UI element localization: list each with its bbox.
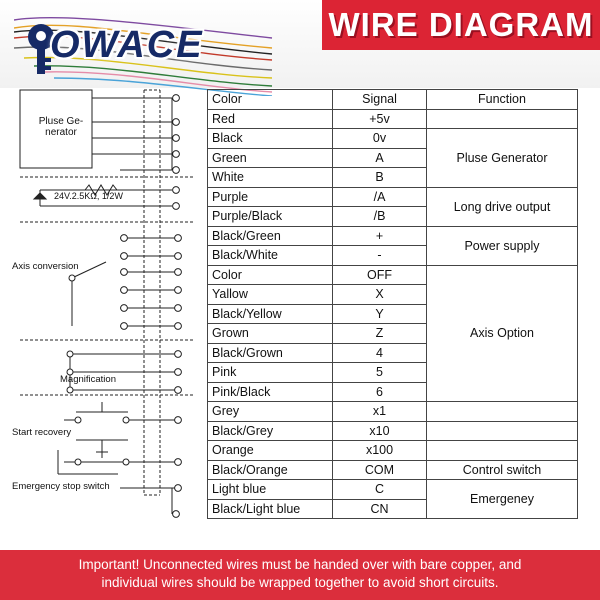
wire-signal: 4	[332, 342, 427, 363]
wire-signal: X	[332, 284, 427, 305]
table-row: Orange x100	[207, 440, 578, 461]
wire-color: Black/Grey	[207, 420, 333, 441]
wire-signal: /A	[332, 186, 427, 207]
wire-signal: 0v	[332, 128, 427, 149]
wire-signal: -	[332, 245, 427, 266]
wire-color: White	[207, 167, 333, 188]
pulse-generator-box	[19, 89, 93, 169]
wire-signal: Z	[332, 323, 427, 344]
function-axis-option: Axis Option	[426, 264, 578, 402]
table-row: Purple/Black /B	[207, 206, 578, 227]
wire-signal: x1	[332, 401, 427, 422]
wire-signal: OFF	[332, 264, 427, 285]
wire-color: Grey	[207, 401, 333, 422]
wire-table: Color Signal Function Red +5v Black 0v P…	[207, 89, 578, 519]
wire-color: Red	[207, 108, 333, 129]
table-row: Black 0v Pluse Generator	[207, 128, 578, 188]
wire-signal: +5v	[332, 108, 427, 129]
table-row: Black/White -	[207, 245, 578, 266]
table-row: Black/Grown 4	[207, 342, 578, 363]
warning-line-1: Important! Unconnected wires must be han…	[78, 557, 522, 572]
table-row: Black/Orange COM Control switch	[207, 459, 578, 480]
wire-color: Orange	[207, 440, 333, 461]
wire-color: Pink	[207, 362, 333, 383]
header-function: Function	[426, 89, 578, 110]
wire-signal: A	[332, 147, 427, 168]
brand-logo: OWACE	[14, 8, 273, 96]
table-row: Light blue C Emergeney	[207, 479, 578, 519]
wire-color: Black/White	[207, 245, 333, 266]
wire-color: Light blue	[207, 479, 333, 500]
table-row: White B	[207, 167, 578, 188]
function-power-supply: Power supply	[426, 225, 578, 266]
pulse-generator-label: Pluse Ge- nerator	[38, 116, 84, 138]
wire-color: Purple	[207, 186, 333, 207]
wire-signal: C	[332, 479, 427, 500]
wire-color: Black/Yellow	[207, 303, 333, 324]
wire-signal: B	[332, 167, 427, 188]
function-control-switch: Control switch	[426, 459, 578, 480]
wire-signal: +	[332, 225, 427, 246]
wire-color: Black/Green	[207, 225, 333, 246]
axis-conversion-label: Axis conversion	[12, 261, 79, 272]
title-banner: WIRE DIAGRAM	[322, 0, 600, 50]
wire-color: Black/Grown	[207, 342, 333, 363]
table-row: Black/Light blue CN	[207, 498, 578, 519]
start-recovery-label: Start recovery	[12, 427, 72, 438]
resistor-label: 24V.2.5KΩ, 1/2W	[54, 191, 123, 201]
function-emergency: Emergeney	[426, 479, 578, 519]
warning-line-2: individual wires should be wrapped toget…	[101, 575, 499, 590]
wire-signal: x100	[332, 440, 427, 461]
function-empty	[426, 108, 578, 129]
table-row: Yallow X	[207, 284, 578, 305]
table-row: Purple /A Long drive output	[207, 186, 578, 227]
table-row: Red +5v	[207, 108, 578, 129]
function-empty	[426, 401, 578, 422]
magnification-label: Magnification	[60, 374, 116, 385]
wire-color: Yallow	[207, 284, 333, 305]
wire-color: Black	[207, 128, 333, 149]
wire-color: Black/Orange	[207, 459, 333, 480]
wire-signal: Y	[332, 303, 427, 324]
table-row: Black/Grey x10	[207, 420, 578, 441]
key-logo-icon	[28, 24, 54, 74]
brand-name: OWACE	[50, 24, 204, 66]
wire-color: Color	[207, 264, 333, 285]
header-color: Color	[207, 89, 333, 110]
wire-color: Purple/Black	[207, 206, 333, 227]
wire-color: Pink/Black	[207, 381, 333, 402]
wire-color: Black/Light blue	[207, 498, 333, 519]
emergency-stop-label: Emergency stop switch	[12, 481, 110, 492]
page-title: WIRE DIAGRAM	[328, 6, 594, 43]
warning-footer: Important! Unconnected wires must be han…	[0, 550, 600, 600]
table-row: Color OFF Axis Option	[207, 264, 578, 402]
wire-signal: /B	[332, 206, 427, 227]
function-empty	[426, 440, 578, 461]
wire-color: Grown	[207, 323, 333, 344]
function-empty	[426, 420, 578, 441]
function-pulse-generator: Pluse Generator	[426, 128, 578, 188]
table-row: Black/Green + Power supply	[207, 225, 578, 266]
wire-color: Green	[207, 147, 333, 168]
wiring-schematic	[19, 89, 195, 518]
table-row: Grey x1	[207, 401, 578, 422]
wire-signal: CN	[332, 498, 427, 519]
wire-signal: 6	[332, 381, 427, 402]
function-long-drive-output: Long drive output	[426, 186, 578, 227]
wire-signal: COM	[332, 459, 427, 480]
table-header-row: Color Signal Function	[207, 89, 578, 110]
wire-signal: x10	[332, 420, 427, 441]
wire-signal: 5	[332, 362, 427, 383]
header-signal: Signal	[332, 89, 427, 110]
